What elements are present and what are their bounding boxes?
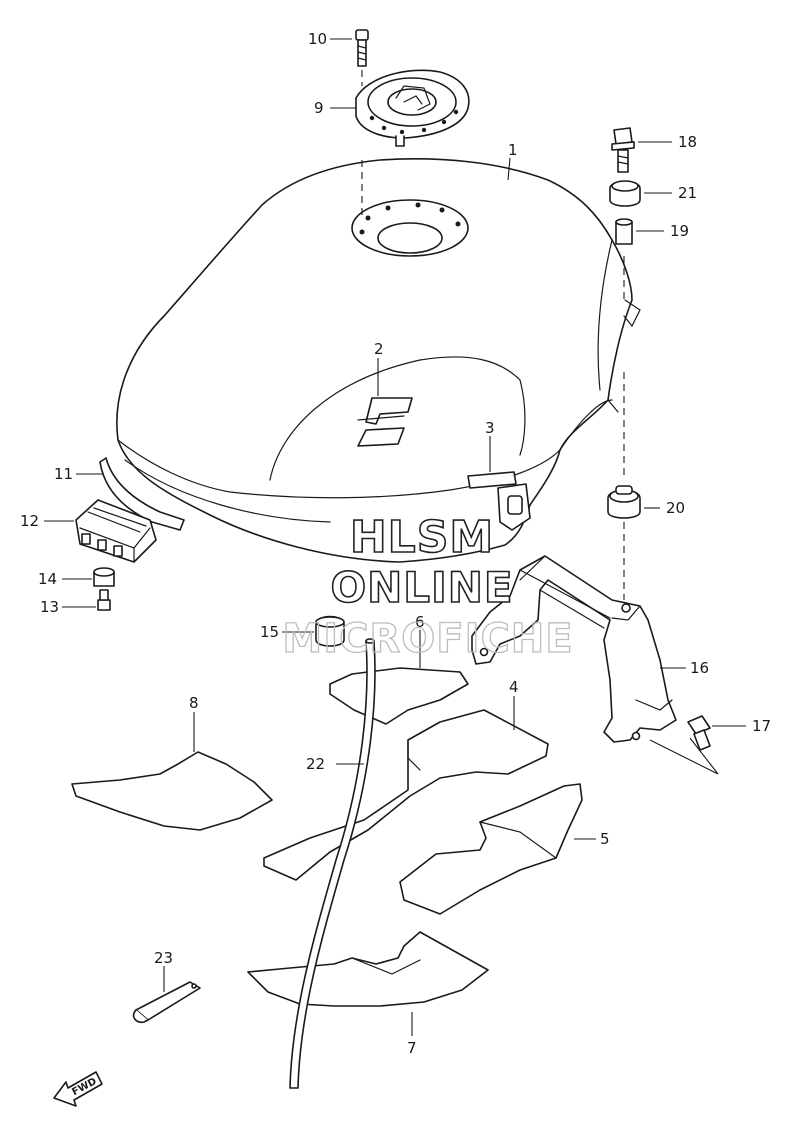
callout-7: 7	[407, 1039, 417, 1057]
callout-12: 12	[20, 512, 39, 530]
bolt-part-17	[687, 715, 711, 751]
tank-bracket-part-16	[471, 555, 677, 743]
watermark: HLSM ONLINE MICROFICHE	[282, 511, 574, 662]
callout-10: 10	[308, 30, 327, 48]
watermark-line-1: HLSM	[350, 512, 494, 563]
label-part-3	[467, 471, 517, 489]
cap-part-15	[315, 615, 345, 647]
watermark-line-2: ONLINE	[330, 563, 513, 612]
callout-18: 18	[678, 133, 697, 151]
callout-5: 5	[600, 830, 610, 848]
forward-direction-arrow: FWD	[53, 1071, 103, 1107]
cushion-seal-part-12	[75, 499, 157, 563]
hose-part-22	[289, 638, 376, 1089]
callout-20: 20	[666, 499, 685, 517]
callout-4: 4	[509, 678, 519, 696]
callout-22: 22	[306, 755, 325, 773]
pad-part-7	[247, 931, 489, 1007]
callout-23: 23	[154, 949, 173, 967]
collar-part-19	[615, 218, 633, 245]
callout-9: 9	[314, 99, 324, 117]
callout-11: 11	[54, 465, 73, 483]
callout-8: 8	[189, 694, 199, 712]
cushion-part-21	[609, 180, 641, 207]
callout-2: 2	[374, 340, 384, 358]
trim-part-11	[99, 457, 185, 531]
callout-6: 6	[415, 613, 425, 631]
leader-lines	[44, 38, 746, 1036]
fuel-cap-part-9	[355, 69, 470, 147]
bolt-part-18	[611, 127, 635, 173]
nut-part-14	[93, 567, 115, 587]
screw-part-13	[97, 589, 111, 611]
tank-emblem-part-2	[357, 397, 413, 447]
callout-17: 17	[752, 717, 771, 735]
callout-14: 14	[38, 570, 57, 588]
watermark-line-3: MICROFICHE	[282, 616, 573, 662]
pad-part-4	[263, 709, 549, 881]
callout-19: 19	[670, 222, 689, 240]
pad-part-8	[71, 751, 273, 831]
cushion-part-20	[607, 485, 641, 519]
bolt-part-10	[355, 29, 369, 67]
pad-part-6	[329, 667, 469, 725]
callout-13: 13	[40, 598, 59, 616]
callout-numbers: 1 2 3 4 5 6 7 8 9 10 11 12 13 14 15 16 1…	[20, 30, 771, 1057]
callout-3: 3	[485, 419, 495, 437]
pad-part-5	[399, 783, 583, 915]
fwd-arrow-icon	[53, 1071, 103, 1107]
callout-21: 21	[678, 184, 697, 202]
fuel-tank-part-1	[116, 158, 641, 563]
callout-16: 16	[690, 659, 709, 677]
callout-15: 15	[260, 623, 279, 641]
clamp-part-23	[132, 981, 201, 1024]
callout-1: 1	[508, 141, 518, 159]
